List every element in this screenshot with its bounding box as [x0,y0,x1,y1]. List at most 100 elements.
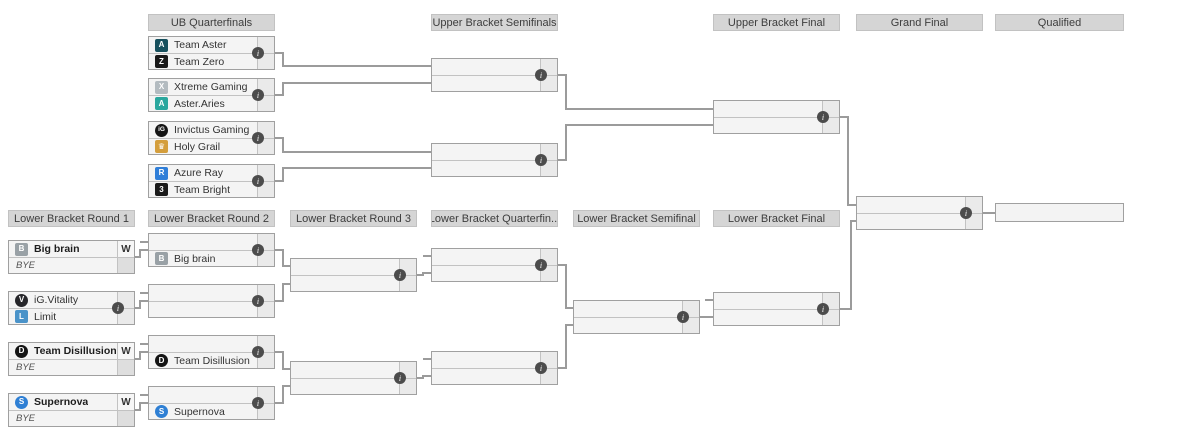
match-ub-qf-4: R Azure Ray 3 Team Bright i [148,164,275,198]
match-info-icon[interactable]: i [535,154,547,166]
match-lb-r3-1: i [290,258,417,292]
team-disillusion-logo-icon: D [15,344,28,358]
match-lb-r1-1: B Big brain W BYE [8,240,135,274]
bracket-connector-line [135,256,141,258]
match-lb-r2-1: B Big brain i [148,233,275,267]
holy-grail-logo-icon: ♛ [155,140,168,153]
team-name: Team Disillusion [34,345,116,357]
supernova-logo-icon: S [155,405,168,418]
bracket-connector-line [275,402,284,404]
team-row[interactable]: iG Invictus Gaming [149,122,274,138]
loser-drop-stub-line [140,241,148,243]
team-row[interactable]: S Supernova [149,403,274,419]
azure-ray-logo-icon: R [155,166,168,180]
score-cell [117,360,134,375]
team-bright-logo-icon: 3 [155,183,168,196]
bracket-connector-line [282,283,290,285]
match-info-icon[interactable]: i [252,244,264,256]
match-ub-sf-2: i [431,143,558,177]
match-info-icon[interactable]: i [535,259,547,271]
match-grand-final: i [856,196,983,230]
score-cell [117,411,134,426]
bracket-connector-line [840,116,849,118]
bracket-connector-line [565,324,573,326]
team-name: Azure Ray [174,167,224,179]
bracket-connector-line [422,272,424,276]
bye-row: BYE [9,257,134,273]
bracket-connector-line [565,124,713,126]
team-row[interactable]: L Limit [9,308,134,324]
match-info-icon[interactable]: i [112,302,124,314]
score-cell: W [117,241,134,257]
bracket-connector-line [282,283,284,302]
match-lb-qf-1: i [431,248,558,282]
match-info-icon[interactable]: i [252,89,264,101]
bracket-connector-line [282,82,284,96]
header-grand-final: Grand Final [856,14,983,31]
match-info-icon[interactable]: i [535,362,547,374]
team-row[interactable]: R Azure Ray [149,165,274,181]
bracket-connector-line [135,358,141,360]
match-ub-final: i [713,100,840,134]
match-info-icon[interactable]: i [252,132,264,144]
team-row[interactable]: D Team Disillusion W [9,343,134,359]
match-info-icon[interactable]: i [252,295,264,307]
match-info-icon[interactable]: i [252,346,264,358]
header-lb-round2: Lower Bracket Round 2 [148,210,275,227]
supernova-logo-icon: S [15,395,28,409]
team-name: Limit [34,310,57,323]
team-name: iG.Vitality [34,294,79,306]
team-row[interactable]: S Supernova W [9,394,134,410]
match-info-icon[interactable]: i [817,303,829,315]
team-name: Invictus Gaming [174,124,250,136]
loser-drop-stub-line [423,358,431,360]
bracket-connector-line [558,159,567,161]
match-info-icon[interactable]: i [394,269,406,281]
match-lb-r3-2: i [290,361,417,395]
loser-drop-stub-line [705,299,713,301]
match-lb-r2-2: i [148,284,275,318]
match-info-icon[interactable]: i [817,111,829,123]
bracket-connector-line [565,264,567,309]
bracket-connector-line [983,212,995,214]
team-name: Big brain [174,252,216,265]
bracket-connector-line [565,307,573,309]
match-info-icon[interactable]: i [252,397,264,409]
bracket-connector-line [139,249,141,258]
team-name: Holy Grail [174,140,221,153]
bracket-connector-line [422,375,424,379]
bracket-connector-line [565,324,567,369]
bracket-connector-line [850,220,852,310]
match-info-icon[interactable]: i [252,47,264,59]
bracket-connector-line [565,108,713,110]
team-row[interactable]: B Big brain W [9,241,134,257]
ig-vitality-logo-icon: V [15,293,28,307]
match-info-icon[interactable]: i [677,311,689,323]
bracket-connector-line [558,367,567,369]
bracket-connector-line [135,307,141,309]
team-name: Team Zero [174,55,225,68]
bracket-connector-line [840,308,852,310]
bracket-connector-line [282,385,284,404]
score-cell: W [117,343,134,359]
team-row[interactable]: A Team Aster [149,37,274,53]
match-info-icon[interactable]: i [394,372,406,384]
bracket-connector-line [282,151,431,153]
match-lb-r1-4: S Supernova W BYE [8,393,135,427]
bracket-connector-line [282,249,284,267]
bracket-connector-line [282,82,431,84]
bracket-connector-line [282,167,284,182]
header-lb-semifinal: Lower Bracket Semifinal [573,210,700,227]
bracket-connector-line [700,316,713,318]
match-lb-r2-4: S Supernova i [148,386,275,420]
match-info-icon[interactable]: i [535,69,547,81]
bracket-connector-line [422,272,431,274]
team-name: Team Disillusion [174,354,250,367]
loser-drop-stub-line [140,343,148,345]
team-name: Supernova [174,405,225,418]
team-name: Team Bright [174,183,231,196]
match-info-icon[interactable]: i [252,175,264,187]
team-zero-logo-icon: Z [155,55,168,68]
bracket-connector-line [135,409,141,411]
match-info-icon[interactable]: i [960,207,972,219]
